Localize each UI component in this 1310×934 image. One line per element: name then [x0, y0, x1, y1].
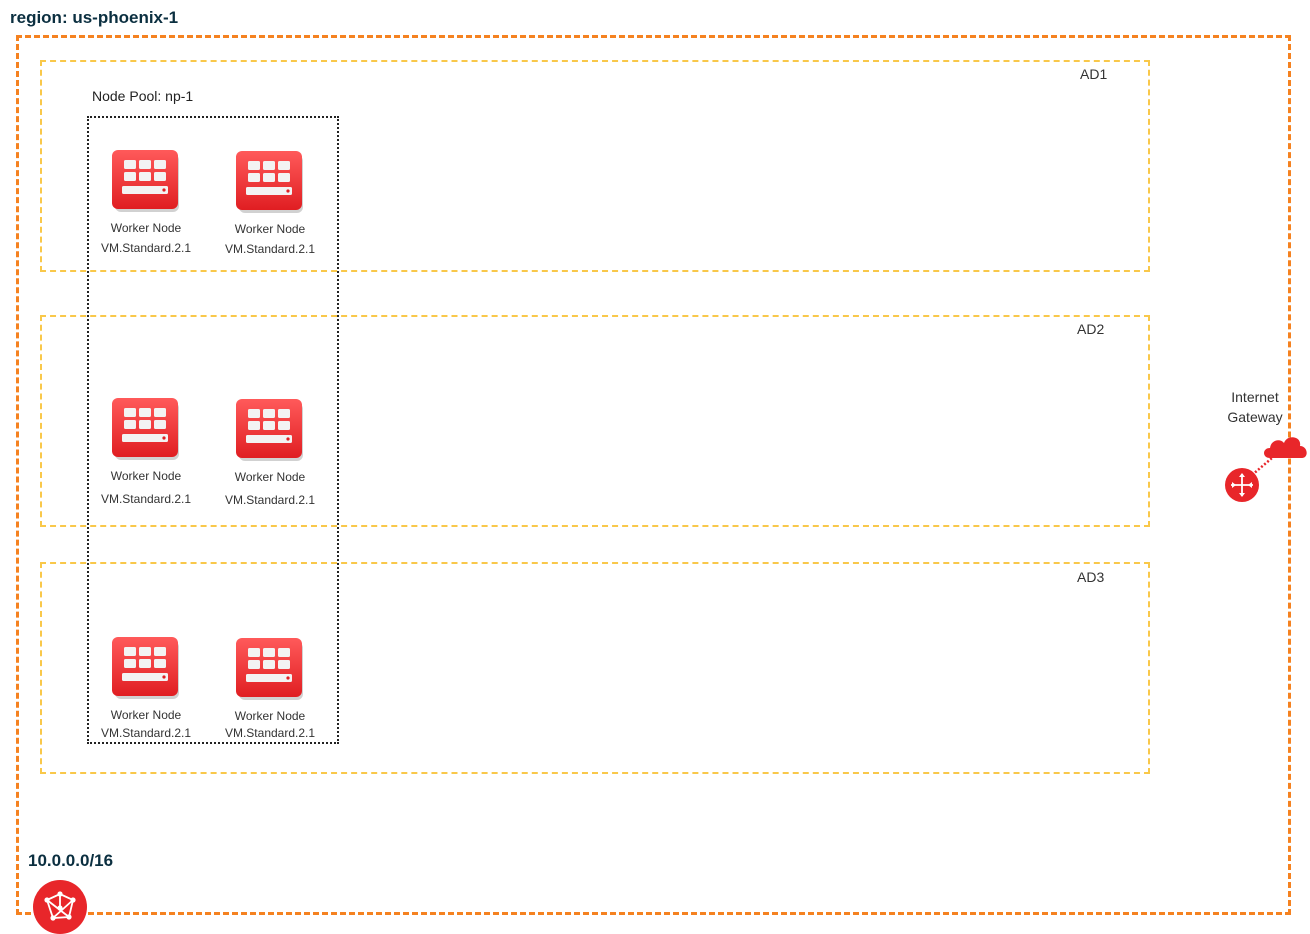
worker-node[interactable]: Worker Node VM.Standard.2.1 — [215, 398, 325, 507]
availability-domain-2 — [40, 315, 1150, 527]
cloud-icon — [1264, 437, 1307, 458]
worker-node-shape: VM.Standard.2.1 — [224, 242, 316, 256]
internet-gateway-label-line2: Gateway — [1227, 409, 1283, 425]
worker-node[interactable]: Worker Node VM.Standard.2.1 — [91, 397, 201, 506]
compute-vm-icon — [236, 151, 303, 213]
worker-node-shape: VM.Standard.2.1 — [100, 241, 192, 255]
internet-gateway-label: Internet Gateway — [1214, 387, 1296, 427]
worker-node-title: Worker Node — [110, 469, 182, 483]
compute-vm-icon — [236, 638, 303, 700]
worker-node-title: Worker Node — [234, 470, 306, 484]
ad3-label: AD3 — [1077, 569, 1105, 585]
region-label: region: us-phoenix-1 — [10, 8, 179, 27]
worker-node-title: Worker Node — [234, 222, 306, 236]
ad1-label: AD1 — [1080, 66, 1108, 82]
worker-node[interactable]: Worker Node VM.Standard.2.1 — [91, 636, 201, 740]
gateway-link — [1251, 457, 1273, 476]
ad2-label: AD2 — [1077, 321, 1105, 337]
worker-node[interactable]: Worker Node VM.Standard.2.1 — [215, 150, 325, 256]
worker-node-shape: VM.Standard.2.1 — [100, 492, 192, 506]
worker-node[interactable]: Worker Node VM.Standard.2.1 — [215, 637, 325, 740]
worker-node-shape: VM.Standard.2.1 — [100, 726, 192, 740]
worker-node[interactable]: Worker Node VM.Standard.2.1 — [91, 149, 201, 255]
worker-node-title: Worker Node — [110, 221, 182, 235]
internet-gateway[interactable] — [1222, 430, 1310, 506]
compute-vm-icon — [112, 150, 179, 212]
node-pool-label: Node Pool: np-1 — [92, 88, 194, 104]
worker-node-title: Worker Node — [234, 709, 306, 723]
node-pool-boundary — [87, 116, 339, 744]
worker-node-shape: VM.Standard.2.1 — [224, 493, 316, 507]
worker-node-shape: VM.Standard.2.1 — [224, 726, 316, 740]
availability-domain-1 — [40, 60, 1150, 272]
internet-gateway-label-line1: Internet — [1231, 389, 1279, 405]
vcn-cidr-label: 10.0.0.0/16 — [28, 851, 114, 870]
compute-vm-icon — [236, 399, 303, 461]
vcn-network-icon — [33, 880, 87, 934]
router-icon — [1225, 468, 1259, 502]
compute-vm-icon — [112, 398, 179, 460]
region-boundary — [16, 35, 1291, 915]
availability-domain-3 — [40, 562, 1150, 774]
compute-vm-icon — [112, 637, 179, 699]
worker-node-title: Worker Node — [110, 708, 182, 722]
